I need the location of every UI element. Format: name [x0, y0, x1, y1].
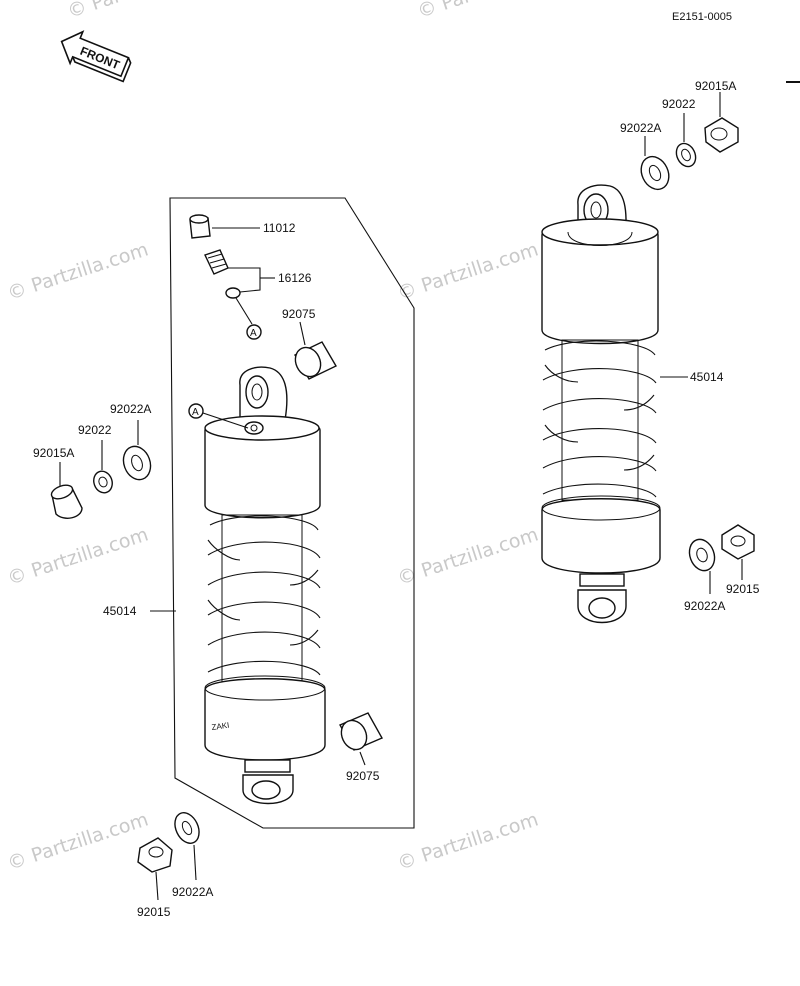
label-92022a-left-bottom: 92022A	[172, 885, 213, 899]
label-92015a-right: 92015A	[695, 79, 736, 93]
label-92022a-right-bottom: 92022A	[684, 599, 725, 613]
watermark: © Partzilla.com	[65, 0, 211, 23]
watermark: © Partzilla.com	[395, 239, 541, 305]
label-11012: 11012	[263, 221, 296, 235]
label-45014-left: 45014	[103, 604, 137, 618]
ref-marker-a1: A	[235, 297, 262, 340]
bushing-92022-right: 92022	[662, 97, 697, 168]
washer-92022a-right-top: 92022A	[620, 121, 670, 191]
spring-right	[542, 339, 657, 501]
bushing-92022-left: 92022	[78, 423, 113, 494]
watermark: © Partzilla.com	[5, 809, 151, 875]
label-92022-right: 92022	[662, 97, 696, 111]
assembly-boundary	[169, 197, 415, 829]
collar-92075-upper: 92075	[282, 307, 337, 380]
diagram-code: E2151-0005	[672, 11, 732, 23]
ref-marker-a2: A	[188, 403, 249, 429]
watermark: © Partzilla.com	[395, 524, 541, 590]
watermark: © Partzilla.com	[395, 809, 541, 875]
label-92015-left: 92015	[137, 905, 171, 919]
ref-marker-text: A	[250, 328, 257, 339]
nut-92015-left: 92015	[137, 837, 173, 919]
label-92022a-right-top: 92022A	[620, 121, 661, 135]
cap-nut-92015a-left: 92015A	[33, 446, 83, 519]
washer-92022a-left-bottom: 92022A	[172, 812, 213, 899]
label-92022-left: 92022	[78, 423, 112, 437]
washer-92022a-right-bottom: 92022A	[684, 538, 725, 613]
label-92075-upper: 92075	[282, 307, 316, 321]
shock-absorber-right	[541, 184, 661, 624]
label-92015-right: 92015	[726, 582, 760, 596]
bolt-11012: 11012	[189, 214, 296, 239]
label-45014-right: 45014	[690, 370, 724, 384]
label-92022a-left-top: 92022A	[110, 402, 151, 416]
watermark: © Partzilla.com	[5, 239, 151, 305]
ref-marker-text: A	[192, 407, 199, 418]
watermark: © Partzilla.com	[415, 0, 561, 23]
cap-nut-92015a-right: 92015A	[695, 79, 739, 153]
collar-92075-lower: 92075	[339, 712, 383, 783]
label-92015a-left: 92015A	[33, 446, 74, 460]
valve-16126: 16126	[204, 249, 312, 299]
shock-absorber-left: ZAKI	[204, 366, 326, 805]
label-92075-lower: 92075	[346, 769, 380, 783]
label-16126: 16126	[278, 271, 312, 285]
washer-92022a-left-top: 92022A	[110, 402, 151, 481]
nut-92015-right: 92015	[721, 524, 760, 596]
decal-text: ZAKI	[211, 721, 230, 732]
spring-left	[207, 514, 321, 691]
front-arrow: FRONT	[60, 30, 132, 83]
watermark: © Partzilla.com	[5, 524, 151, 590]
